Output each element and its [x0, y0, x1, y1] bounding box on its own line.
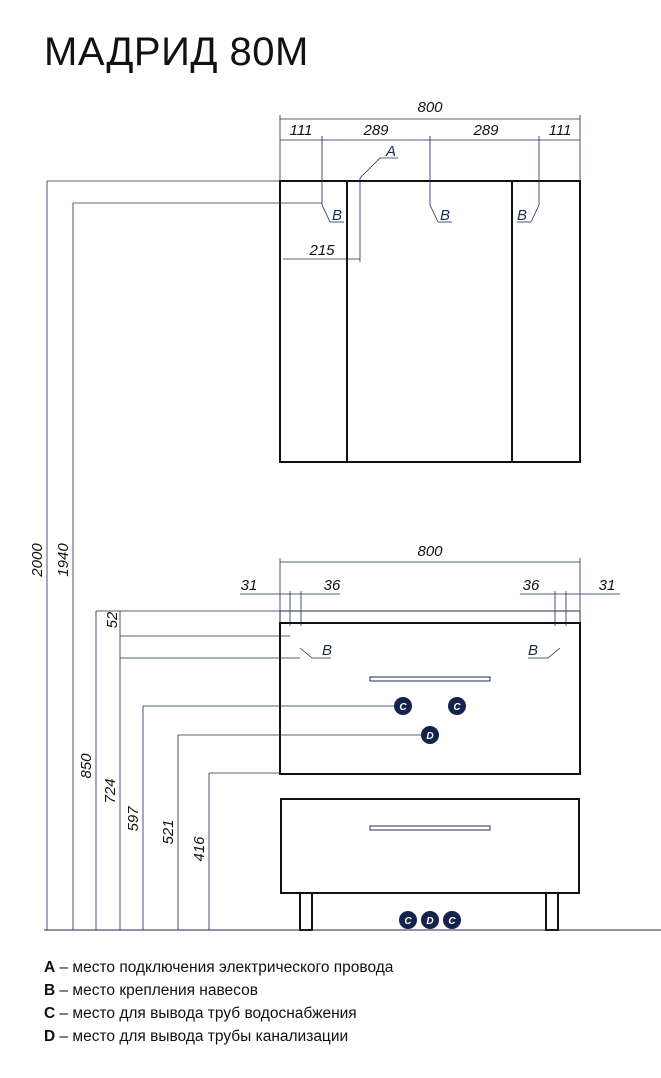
vanity-countertop: [279, 610, 581, 624]
pipe-markers: C C D C D C: [394, 697, 466, 929]
vanity-width-label: 800: [417, 543, 443, 560]
vanity-upper-handle: [369, 676, 491, 682]
vanity-left-offset-1: 31: [241, 577, 258, 594]
vanity-marker-b1: B: [322, 642, 332, 659]
legend-row-b: B – место крепления навесов: [44, 979, 393, 1002]
vanity-right-offset-2: 31: [599, 577, 616, 594]
marker-a: A: [385, 143, 396, 160]
marker-c2-circle: [448, 697, 466, 715]
legend-text-d: – место для вывода трубы канализации: [55, 1028, 349, 1045]
mirror-cabinet-outline: [279, 180, 581, 463]
mirror-dimensions: 800 111 289 289 111 215 A B B B: [279, 99, 581, 262]
marker-d1: D: [426, 731, 433, 742]
mirror-marker-b2: B: [440, 207, 450, 224]
marker-c2: C: [453, 702, 461, 713]
marker-c3: C: [404, 916, 412, 927]
legend-text-a: – место подключения электрического прово…: [55, 959, 394, 976]
vanity-right-offset-1: 36: [523, 577, 540, 594]
legend-key-a: A: [44, 959, 56, 976]
mirror-segment-label-4: 111: [549, 122, 572, 139]
legend-text-b: – место крепления навесов: [55, 982, 258, 999]
height-416-label: 416: [191, 836, 208, 862]
legend-row-c: C – место для вывода труб водоснабжения: [44, 1002, 393, 1025]
mirror-marker-b3: B: [517, 207, 527, 224]
mirror-offset-label: 215: [308, 242, 335, 259]
vanity-cabinet: [44, 610, 661, 931]
marker-c3-circle: [399, 911, 417, 929]
mirror-cabinet: [279, 180, 581, 463]
vanity-leg-right: [545, 892, 559, 931]
legend-row-d: D – место для вывода трубы канализации: [44, 1025, 393, 1048]
height-2000-label: 2000: [29, 543, 46, 578]
height-597-label: 597: [125, 806, 142, 832]
mirror-segment-label-1: 111: [290, 122, 313, 139]
marker-d2: D: [426, 916, 433, 927]
legend-row-a: A – место подключения электрического про…: [44, 956, 393, 979]
vanity-lower-handle: [369, 825, 491, 831]
vanity-left-offset-2: 36: [324, 577, 341, 594]
vanity-upper-drawer: [279, 622, 581, 775]
marker-c1-circle: [394, 697, 412, 715]
page-title: МАДРИД 80М: [44, 30, 309, 74]
marker-c1: C: [399, 702, 407, 713]
vanity-dimensions: 800 31 36 36 31 B B: [240, 543, 620, 659]
legend-key-c: C: [44, 1005, 56, 1022]
vanity-lower-drawer: [280, 798, 580, 894]
height-724-label: 724: [102, 778, 119, 803]
mirror-width-label: 800: [417, 99, 443, 116]
height-521-label: 521: [160, 819, 177, 844]
marker-d1-circle: [421, 726, 439, 744]
legend-key-b: B: [44, 982, 56, 999]
legend: A – место подключения электрического про…: [44, 956, 393, 1048]
gap-52-label: 52: [104, 611, 121, 628]
height-dimensions: 2000 1940 850 52 724 597 521 416: [29, 180, 428, 930]
mirror-marker-b1: B: [332, 207, 342, 224]
legend-text-c: – место для вывода труб водоснабжения: [55, 1005, 357, 1022]
vanity-marker-b2: B: [528, 642, 538, 659]
marker-d2-circle: [421, 911, 439, 929]
height-850-label: 850: [78, 753, 95, 779]
mirror-segment-label-2: 289: [362, 122, 389, 139]
vanity-leg-left: [299, 892, 313, 931]
mirror-segment-label-3: 289: [472, 122, 499, 139]
marker-c4: C: [448, 916, 456, 927]
height-1940-label: 1940: [55, 543, 72, 577]
legend-key-d: D: [44, 1028, 56, 1045]
marker-c4-circle: [443, 911, 461, 929]
